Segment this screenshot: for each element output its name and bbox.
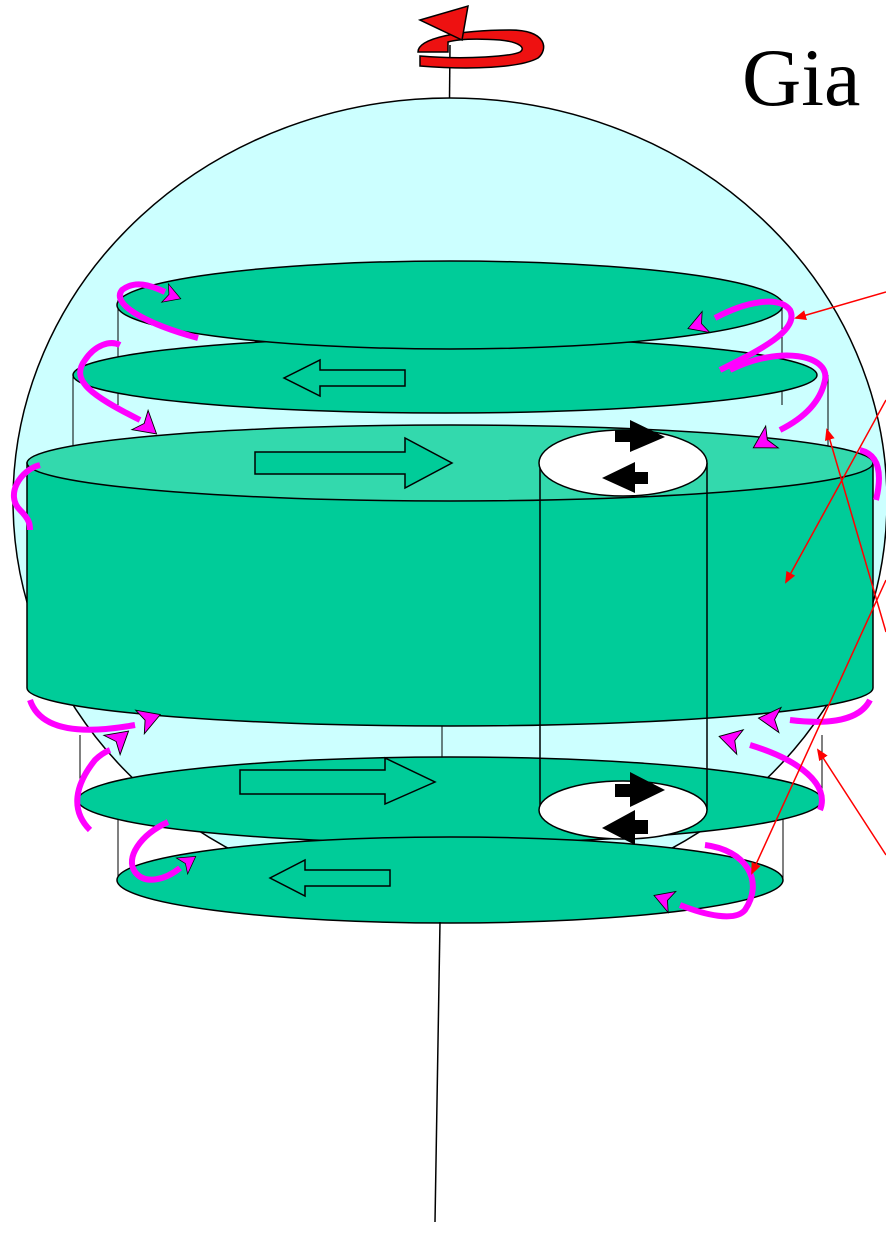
rotation-arrow-icon xyxy=(418,6,544,68)
rotation-axis-bottom xyxy=(435,922,440,1222)
lower-band-2 xyxy=(117,837,783,923)
title: Gia xyxy=(742,32,860,123)
upper-band-1 xyxy=(117,261,783,349)
equatorial-band xyxy=(27,425,873,726)
lower-band-1 xyxy=(78,757,822,843)
